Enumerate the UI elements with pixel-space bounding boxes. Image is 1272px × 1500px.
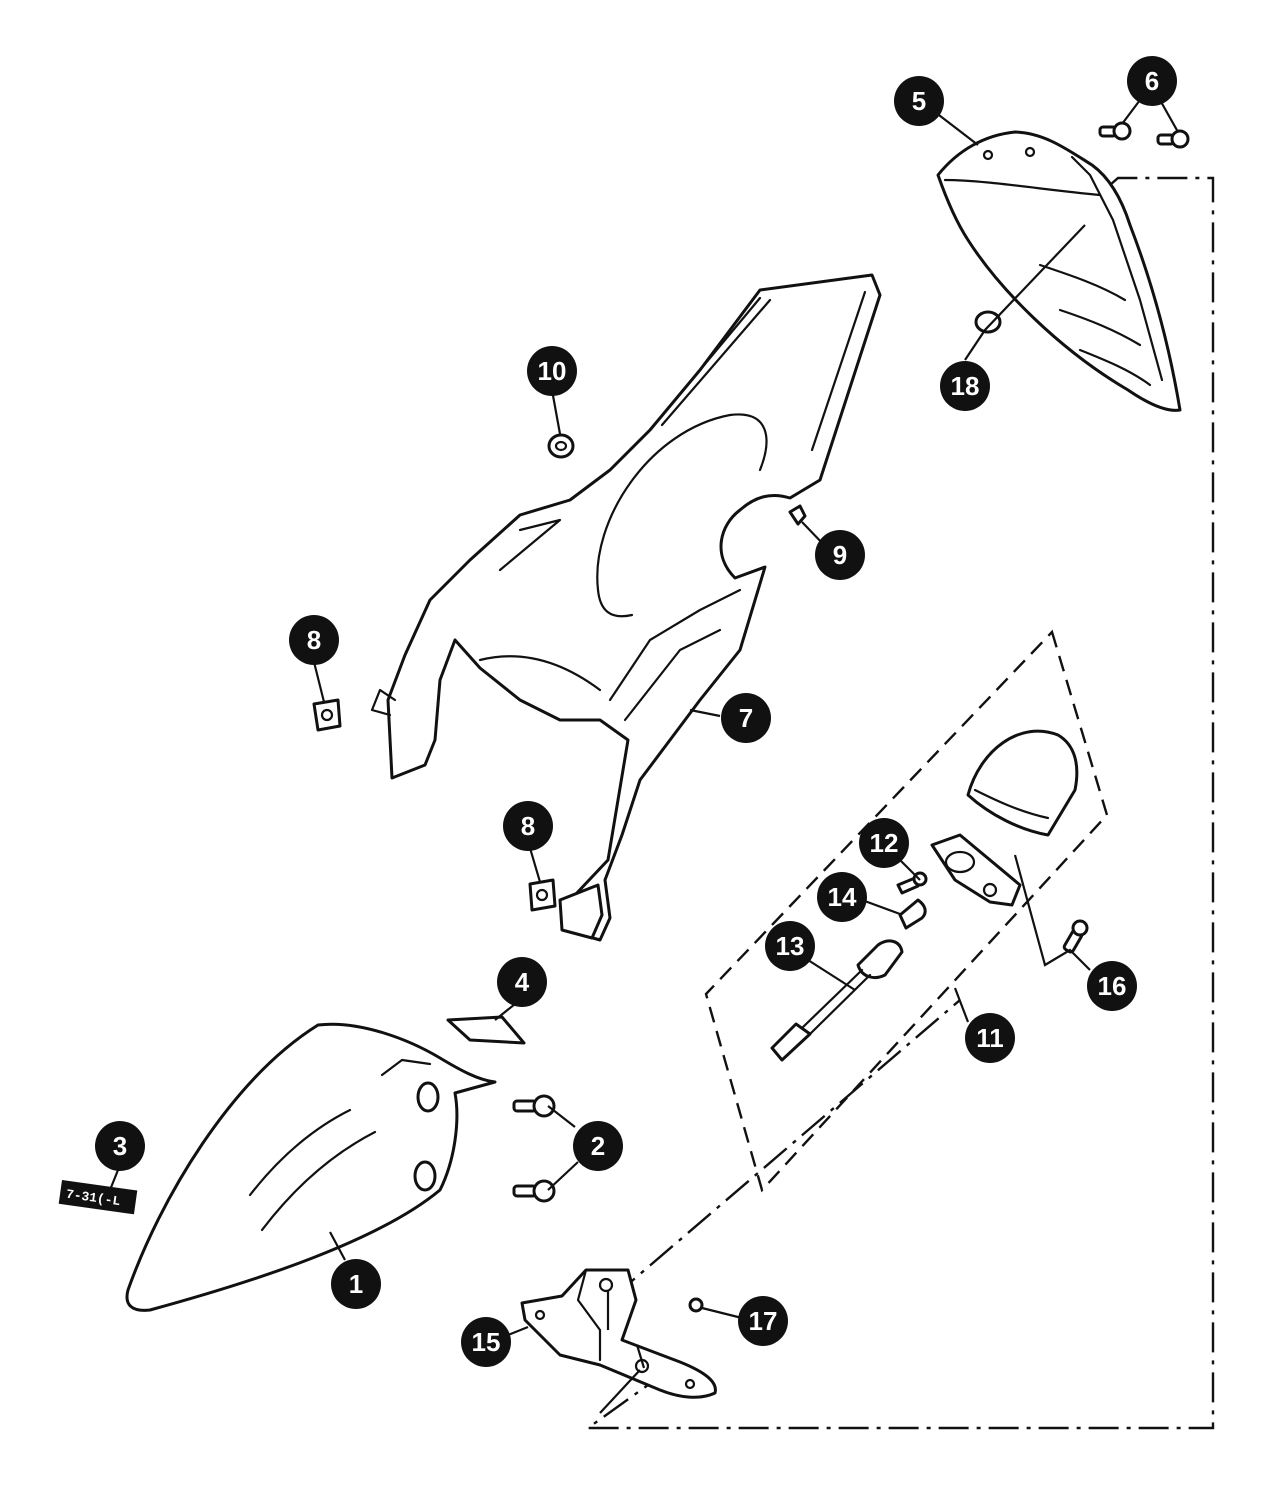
- callout-17: 17: [738, 1296, 788, 1346]
- callout-1: 1: [331, 1259, 381, 1309]
- leader-16: [1013, 854, 1091, 971]
- leader-3: [106, 1169, 120, 1196]
- leader-10: [550, 389, 562, 435]
- callout-3: 3: [95, 1121, 145, 1171]
- license-bracket: [520, 1268, 717, 1399]
- cowl-clip-lower: [528, 878, 557, 912]
- leader-2: [547, 1105, 579, 1191]
- leader-1: [329, 1231, 346, 1261]
- callout-9: 9: [815, 530, 865, 580]
- svg-text:13: 13: [776, 931, 805, 961]
- callout-11: 11: [965, 1013, 1015, 1063]
- svg-text:15: 15: [472, 1327, 501, 1357]
- svg-text:12: 12: [870, 828, 899, 858]
- callout-12: 12: [859, 818, 909, 868]
- svg-text:1: 1: [349, 1269, 363, 1299]
- callout-4: 4: [497, 957, 547, 1007]
- callout-8-lower: 8: [503, 801, 553, 851]
- leader-18: [964, 224, 1086, 361]
- callout-7: 7: [721, 693, 771, 743]
- fender-bolts: [512, 1094, 556, 1203]
- callout-15: 15: [461, 1317, 511, 1367]
- tail-cover-rivet: [974, 310, 1002, 334]
- taillight-assembly-box: [704, 629, 1109, 1193]
- cowl-pin: [788, 504, 807, 526]
- callout-2: 2: [573, 1121, 623, 1171]
- svg-text:5: 5: [912, 86, 926, 116]
- taillight-housing: [930, 833, 1022, 907]
- svg-text:2: 2: [591, 1131, 605, 1161]
- svg-text:8: 8: [521, 811, 535, 841]
- callout-14: 14: [817, 872, 867, 922]
- bracket-screw: [688, 1297, 704, 1313]
- taillight-screw: [896, 871, 928, 895]
- taillight-lens: [966, 729, 1079, 837]
- callout-6: 6: [1127, 56, 1177, 106]
- assembly-line-right: [584, 176, 1215, 1430]
- bracket-bolt: [1062, 919, 1089, 954]
- callout-5: 5: [894, 76, 944, 126]
- svg-text:10: 10: [538, 356, 567, 386]
- callout-18: 18: [940, 361, 990, 411]
- callout-10: 10: [527, 346, 577, 396]
- svg-text:14: 14: [828, 882, 857, 912]
- front-fender: [125, 1022, 497, 1312]
- leader-17: [701, 1306, 743, 1320]
- decal: 7-31(-L: [58, 1179, 138, 1215]
- fender-plate: [446, 1015, 526, 1045]
- callout-13: 13: [765, 921, 815, 971]
- leader-5: [934, 111, 979, 146]
- svg-text:3: 3: [113, 1131, 127, 1161]
- tail-cover-screws: [1098, 121, 1190, 149]
- leader-6: [1121, 99, 1179, 133]
- leader-15: [507, 1325, 529, 1337]
- leader-7: [689, 708, 721, 718]
- svg-text:8: 8: [307, 625, 321, 655]
- leader-14: [861, 898, 901, 916]
- taillight-socket-wire: [770, 939, 904, 1062]
- svg-text:17: 17: [749, 1306, 778, 1336]
- svg-text:7: 7: [739, 703, 753, 733]
- cowl-clip-upper: [312, 698, 342, 732]
- leader-8b: [528, 847, 542, 883]
- leader-12: [899, 859, 921, 881]
- svg-text:6: 6: [1145, 66, 1159, 96]
- svg-text:11: 11: [976, 1023, 1004, 1053]
- svg-text:16: 16: [1098, 971, 1127, 1001]
- leader-11: [953, 987, 970, 1023]
- taillight-bulb: [898, 898, 927, 930]
- cowl-grommet: [547, 433, 575, 459]
- svg-text:9: 9: [833, 540, 847, 570]
- svg-text:4: 4: [515, 967, 530, 997]
- leader-8a: [312, 661, 326, 703]
- rear-side-cowl: [370, 273, 882, 942]
- assembly-line-diagonal: [611, 999, 961, 1299]
- svg-text:18: 18: [951, 371, 980, 401]
- tail-cover: [936, 130, 1182, 412]
- callout-16: 16: [1087, 961, 1137, 1011]
- leader-13: [807, 959, 856, 991]
- callout-8-upper: 8: [289, 615, 339, 665]
- leader-15b: [599, 1290, 646, 1414]
